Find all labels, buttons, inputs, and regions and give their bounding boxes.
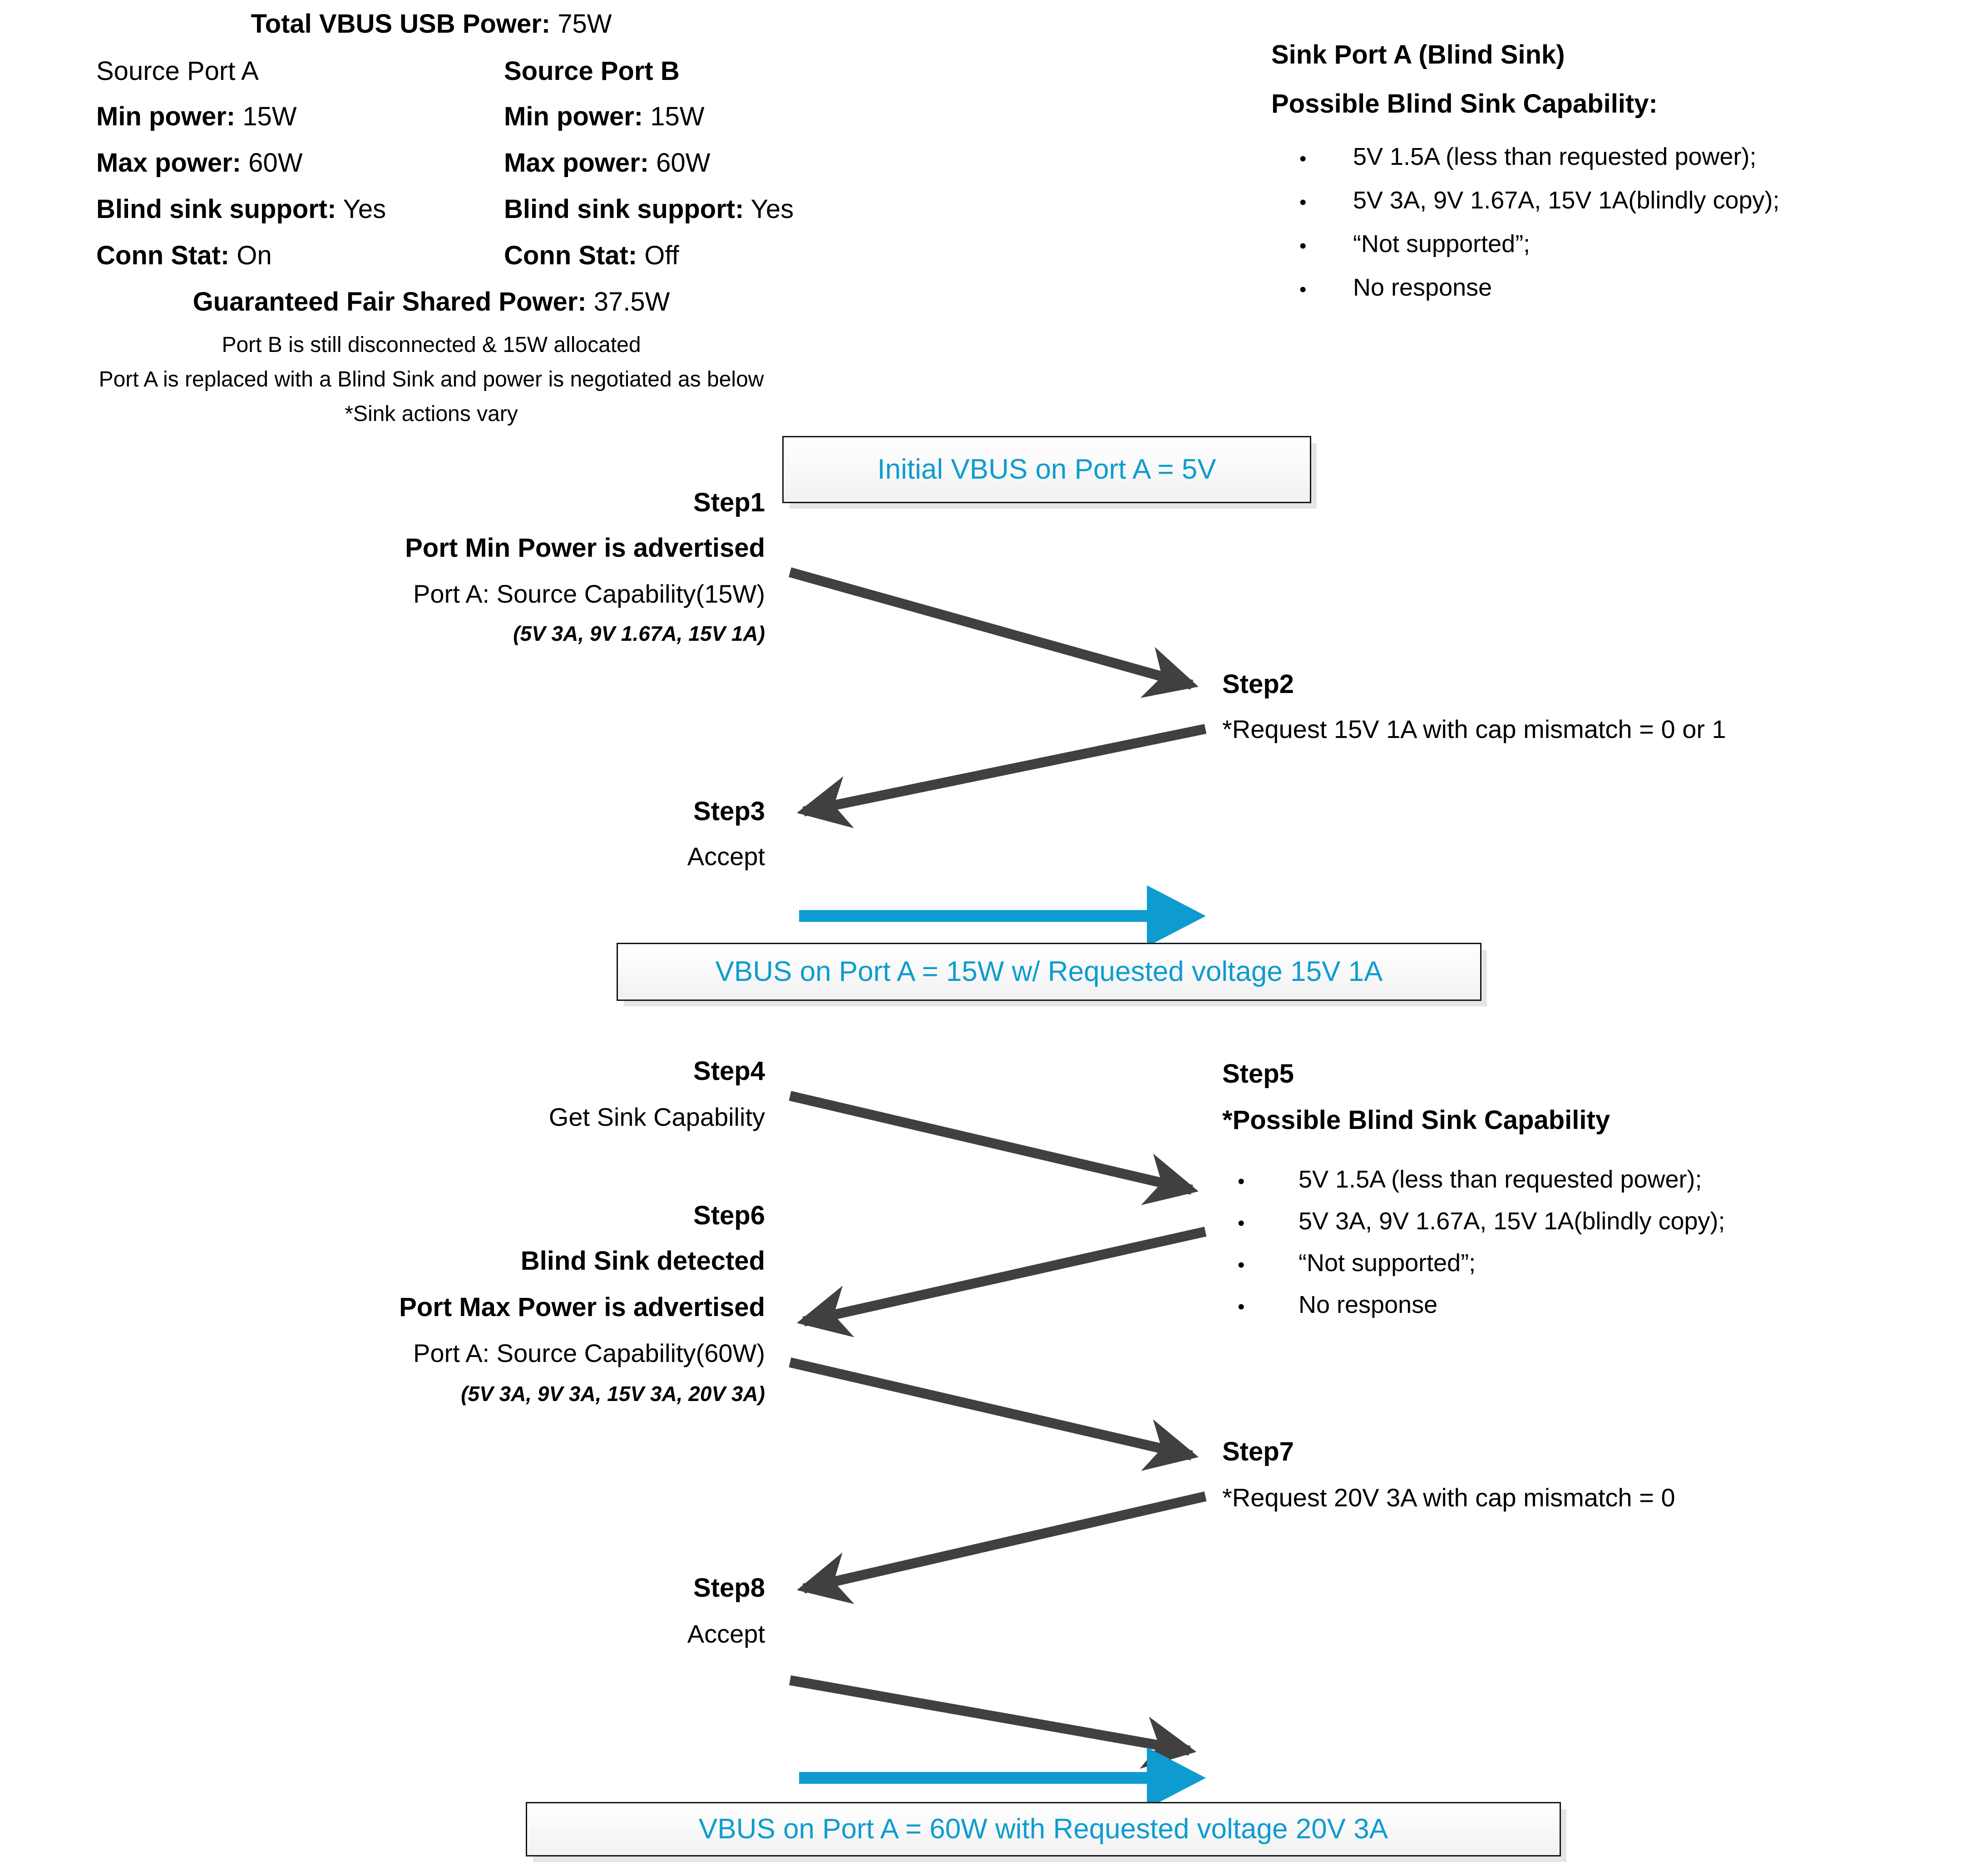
total-vbus-power-value: 75W (550, 9, 612, 39)
step1-line3: (5V 3A, 9V 1.67A, 15V 1A) (513, 622, 765, 645)
bullet-icon: • (1299, 148, 1307, 170)
step6-line4: (5V 3A, 9V 3A, 15V 3A, 20V 3A) (461, 1382, 765, 1406)
note-port-a-replaced: Port A is replaced with a Blind Sink and… (99, 367, 764, 391)
step5-bullet-4: No response (1299, 1291, 1438, 1318)
port-b-max-power-label: Max power: (504, 148, 649, 178)
bullet-icon: • (1238, 1212, 1245, 1234)
sink-capability-bullet-3: “Not supported”; (1353, 230, 1531, 257)
port-a-conn-stat-row: Conn Stat: On (96, 243, 272, 269)
guaranteed-fair-shared-power-value: 37.5W (586, 287, 670, 317)
bullet-icon: • (1299, 191, 1307, 213)
total-vbus-power-line: Total VBUS USB Power: 75W (0, 11, 863, 37)
port-b-blind-sink-value: Yes (744, 194, 794, 224)
possible-blind-sink-capability-subtitle: Possible Blind Sink Capability: (1271, 89, 1658, 119)
step6-line1: Blind Sink detected (520, 1246, 765, 1276)
sink-capability-bullet-2: 5V 3A, 9V 1.67A, 15V 1A(blindly copy); (1353, 187, 1780, 214)
callout-initial-vbus: Initial VBUS on Port A = 5V (782, 436, 1311, 503)
port-a-max-power-value: 60W (241, 148, 303, 178)
port-a-blind-sink-label: Blind sink support: (96, 194, 336, 224)
port-a-blind-sink-row: Blind sink support: Yes (96, 196, 386, 223)
step6-line3: Port A: Source Capability(60W) (413, 1339, 765, 1367)
note-sink-actions-vary: *Sink actions vary (345, 402, 518, 426)
step1-line2: Port A: Source Capability(15W) (413, 579, 765, 608)
port-a-conn-stat-label: Conn Stat: (96, 241, 230, 270)
port-a-min-power-row: Min power: 15W (96, 104, 296, 130)
bullet-icon: • (1299, 278, 1307, 301)
callout-vbus-after-step8: VBUS on Port A = 60W with Requested volt… (526, 1802, 1561, 1856)
arrow-step7-to-step8 (796, 1491, 1207, 1604)
port-b-conn-stat-value: Off (637, 241, 679, 270)
port-a-conn-stat-value: On (229, 241, 272, 270)
callout-vbus-after-step3: VBUS on Port A = 15W w/ Requested voltag… (617, 943, 1481, 1001)
step5-bullet-2: 5V 3A, 9V 1.67A, 15V 1A(blindly copy); (1299, 1208, 1725, 1235)
step5-line1: *Possible Blind Sink Capability (1222, 1105, 1610, 1135)
guaranteed-fair-shared-power-row: Guaranteed Fair Shared Power: 37.5W (0, 289, 863, 315)
port-b-max-power-value: 60W (649, 148, 711, 178)
step7-number: Step7 (1222, 1437, 1294, 1466)
port-a-max-power-row: Max power: 60W (96, 150, 302, 176)
callout-vbus-after-step8-text: VBUS on Port A = 60W with Requested volt… (698, 1813, 1388, 1845)
arrow-step1-to-step2 (789, 567, 1199, 698)
callout-vbus-after-step3-text: VBUS on Port A = 15W w/ Requested voltag… (715, 956, 1383, 987)
port-a-min-power-value: 15W (235, 102, 297, 131)
step3-number: Step3 (693, 797, 765, 826)
port-a-min-power-label: Min power: (96, 102, 236, 131)
port-b-min-power-value: 15W (643, 102, 705, 131)
total-vbus-power-label: Total VBUS USB Power: (251, 9, 551, 39)
sink-port-a-title: Sink Port A (Blind Sink) (1271, 40, 1565, 69)
arrow-step6-to-step7 (789, 1357, 1199, 1471)
bullet-icon: • (1238, 1296, 1245, 1318)
bullet-icon: • (1238, 1254, 1245, 1276)
source-port-b-title: Source Port B (504, 56, 680, 86)
step5-bullet-1: 5V 1.5A (less than requested power); (1299, 1166, 1702, 1193)
callout-initial-vbus-text: Initial VBUS on Port A = 5V (877, 454, 1216, 485)
note-port-b-disconnected: Port B is still disconnected & 15W alloc… (222, 333, 641, 357)
source-port-a-title: Source Port A (96, 56, 259, 86)
arrow-step8-to-sink (789, 1675, 1197, 1769)
step1-line1: Port Min Power is advertised (405, 533, 765, 563)
step8-number: Step8 (693, 1573, 765, 1603)
step8-line1: Accept (687, 1619, 765, 1648)
port-a-blind-sink-value: Yes (336, 194, 386, 224)
port-b-min-power-label: Min power: (504, 102, 643, 131)
arrow-step5-to-step6 (796, 1227, 1207, 1337)
bullet-icon: • (1238, 1170, 1245, 1193)
port-b-conn-stat-row: Conn Stat: Off (504, 243, 679, 269)
port-b-conn-stat-label: Conn Stat: (504, 241, 637, 270)
arrow-step4-to-step5 (789, 1091, 1199, 1205)
step2-line1: *Request 15V 1A with cap mismatch = 0 or… (1222, 715, 1726, 743)
bullet-icon: • (1299, 235, 1307, 257)
arrow-step2-to-step3 (796, 724, 1207, 828)
step7-line1: *Request 20V 3A with cap mismatch = 0 (1222, 1483, 1675, 1512)
port-b-min-power-row: Min power: 15W (504, 104, 704, 130)
step6-line2: Port Max Power is advertised (399, 1292, 765, 1322)
step3-line1: Accept (687, 842, 765, 871)
port-a-max-power-label: Max power: (96, 148, 242, 178)
step4-number: Step4 (693, 1056, 765, 1086)
step6-number: Step6 (693, 1201, 765, 1230)
step4-line1: Get Sink Capability (548, 1103, 765, 1131)
step1-number: Step1 (693, 488, 765, 517)
guaranteed-fair-shared-power-label: Guaranteed Fair Shared Power: (193, 287, 587, 317)
port-b-blind-sink-row: Blind sink support: Yes (504, 196, 794, 223)
port-b-blind-sink-label: Blind sink support: (504, 194, 744, 224)
step2-number: Step2 (1222, 669, 1294, 699)
port-b-max-power-row: Max power: 60W (504, 150, 710, 176)
sink-capability-bullet-4: No response (1353, 274, 1492, 301)
step5-bullet-3: “Not supported”; (1299, 1249, 1476, 1277)
sink-capability-bullet-1: 5V 1.5A (less than requested power); (1353, 143, 1757, 170)
step5-number: Step5 (1222, 1059, 1294, 1089)
